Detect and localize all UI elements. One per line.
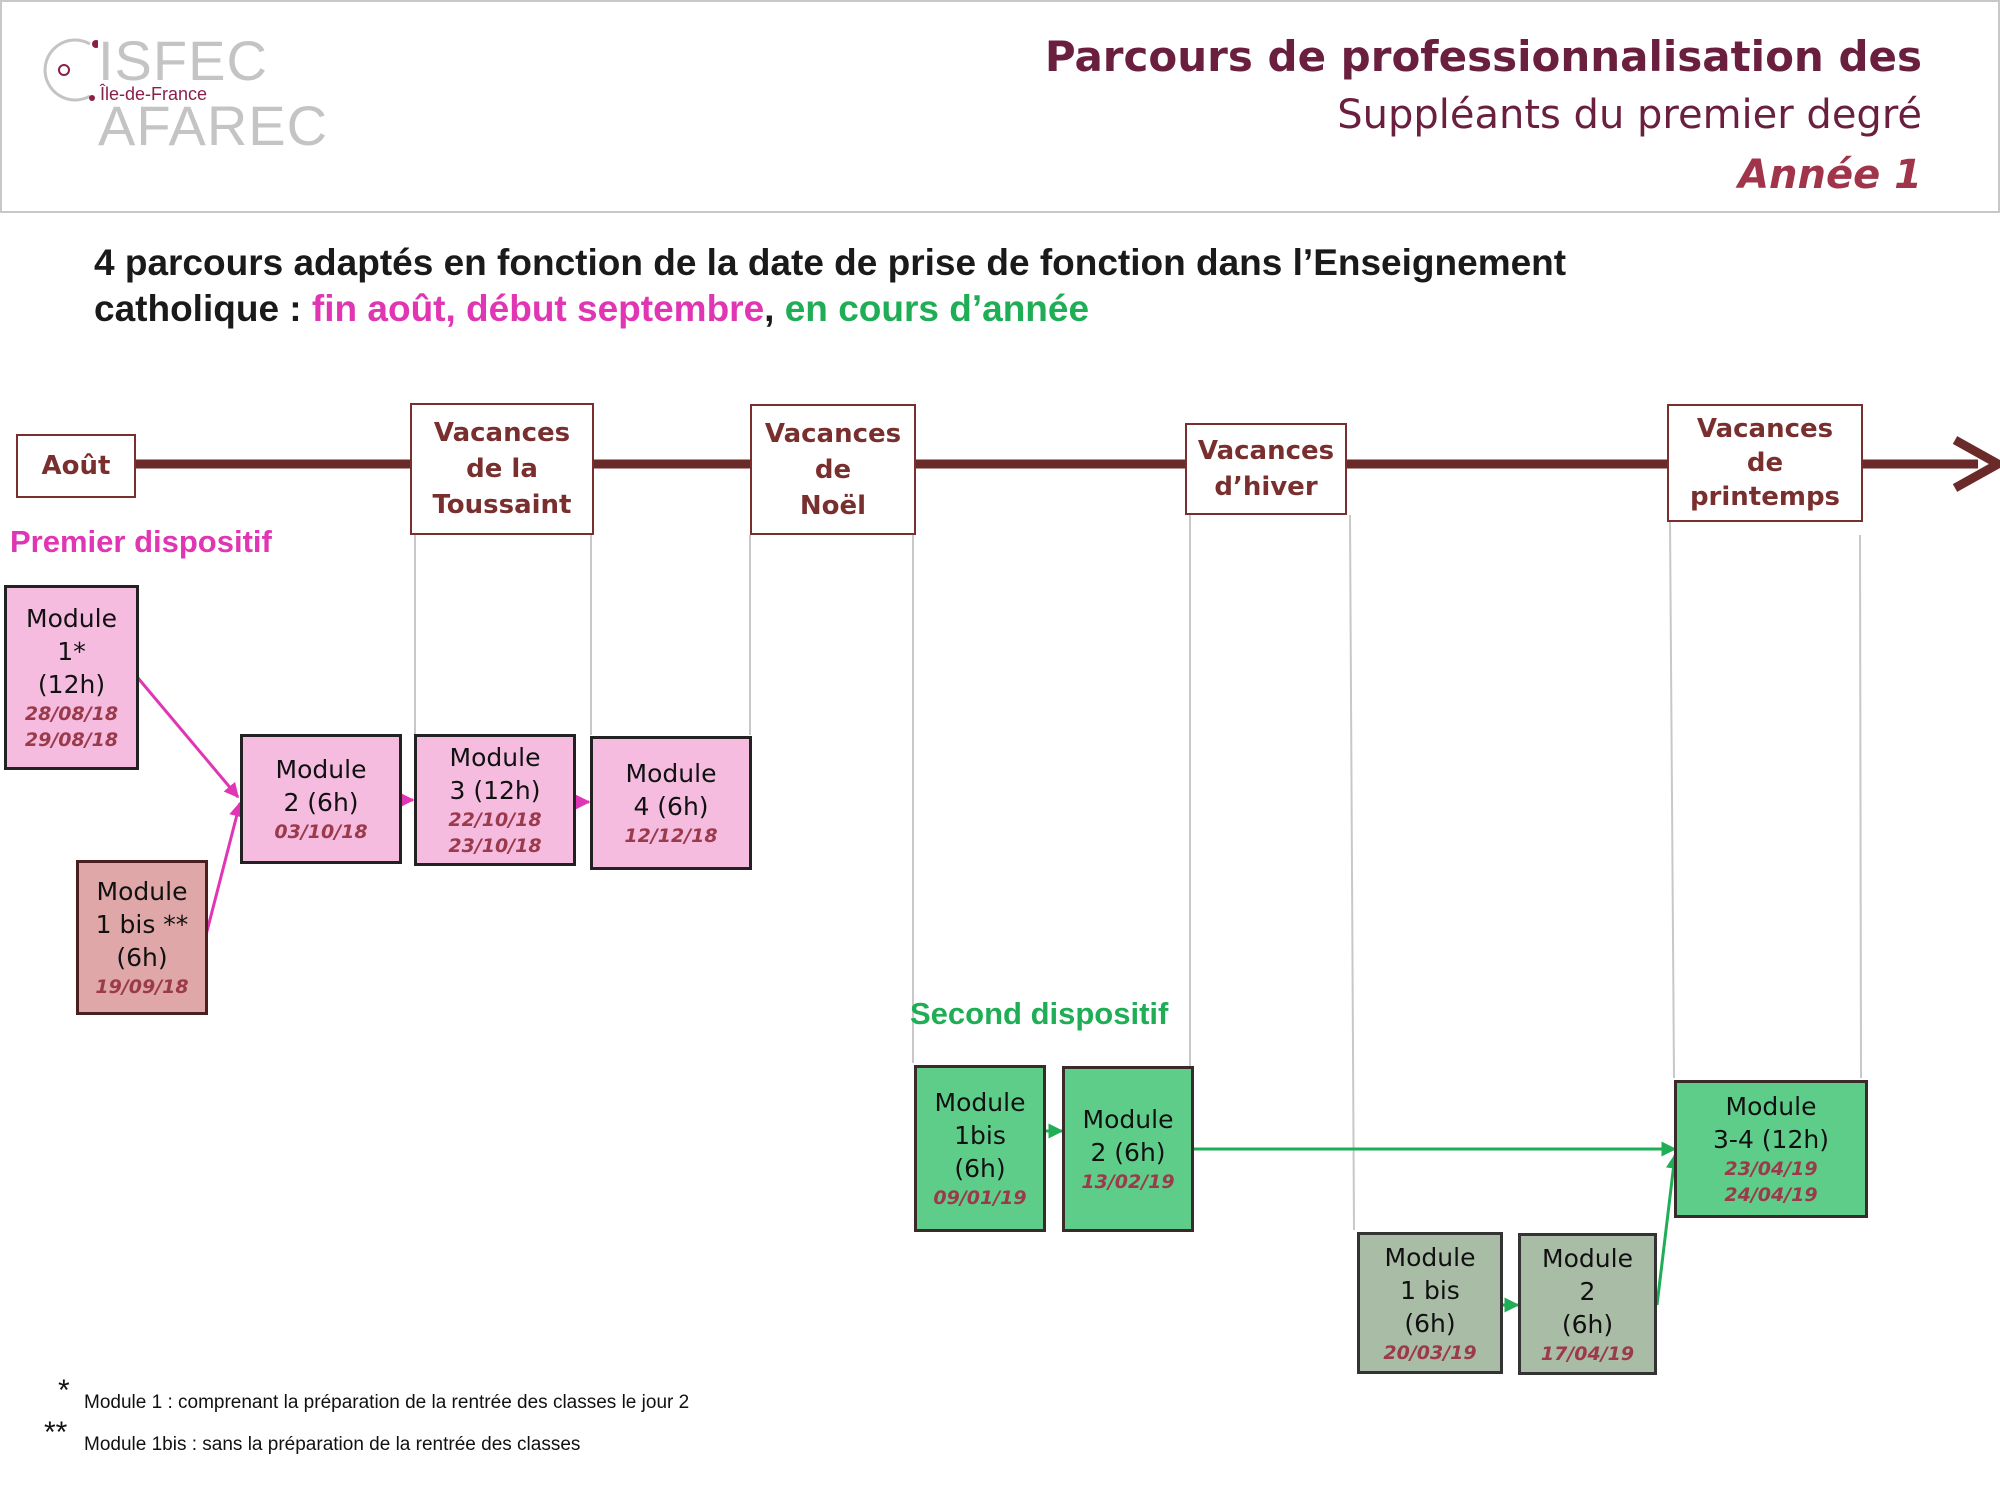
module-third-1bis-line2: 1 bis (1400, 1275, 1460, 1305)
subtitle-line1: 4 parcours adaptés en fonction de la dat… (94, 242, 1567, 283)
period-printemps-line1: Vacances (1696, 414, 1834, 444)
period-noel-line3: Noël (799, 490, 867, 521)
module-1-date2: 29/08/18 (24, 729, 119, 751)
period-noel-line2: de (814, 454, 852, 485)
guide-hiver-right (1349, 514, 1355, 1231)
period-printemps-line2: de (1746, 448, 1784, 478)
module-1-line2: 1* (57, 637, 86, 666)
group-label-second: Second dispositif (910, 996, 1169, 1031)
module-2-line1: Module (275, 755, 367, 784)
arrow-h2-to-g34 (1655, 1153, 1681, 1306)
subtitle-line2-start: catholique : (94, 288, 312, 329)
module-second-3-4: Module 3-4 (12h) 23/04/19 24/04/19 (1674, 1080, 1868, 1218)
module-3-line2: 3 (12h) (449, 776, 541, 805)
module-1-line3: (12h) (37, 670, 106, 699)
period-hiver-line2: d’hiver (1214, 472, 1318, 502)
module-2: Module 2 (6h) 03/10/18 (240, 734, 402, 864)
period-noel: Vacances de Noël (750, 404, 916, 535)
module-4-date1: 12/12/18 (624, 825, 718, 847)
period-printemps: Vacances de printemps (1667, 404, 1863, 522)
module-1bis-date1: 19/09/18 (95, 976, 189, 998)
module-third-1bis-date1: 20/03/19 (1383, 1341, 1477, 1364)
isfec-logo: ISFEC AFAREC Île-de-France (38, 28, 508, 157)
period-aout: Août (16, 434, 136, 498)
timeline-arrowhead (1952, 436, 2000, 492)
module-third-2-line1: Module (1542, 1243, 1633, 1273)
module-4-line2: 4 (6h) (633, 792, 709, 821)
module-second-2: Module 2 (6h) 13/02/19 (1062, 1066, 1194, 1232)
period-aout-label: Août (41, 451, 111, 481)
module-1bis-line2: 1 bis ** (95, 910, 189, 939)
module-1bis-line3: (6h) (116, 943, 168, 972)
module-2-line2: 2 (6h) (283, 788, 359, 817)
module-1bis-line1: Module (96, 877, 188, 906)
module-second-1bis-line3: (6h) (954, 1154, 1006, 1183)
period-toussaint-line1: Vacances (433, 418, 571, 448)
guide-printemps-right (1859, 534, 1862, 1079)
subtitle: 4 parcours adaptés en fonction de la dat… (94, 240, 1566, 332)
module-third-2-date1: 17/04/19 (1540, 1342, 1635, 1365)
module-second-3-4-date1: 23/04/19 (1724, 1158, 1818, 1180)
module-3-date2: 23/10/18 (448, 835, 542, 857)
module-second-1bis-line1: Module (934, 1088, 1026, 1117)
period-printemps-line3: printemps (1689, 482, 1841, 512)
period-hiver-line1: Vacances (1197, 436, 1335, 466)
subtitle-pink-part: fin août, début septembre (311, 288, 765, 329)
module-third-1bis: Module 1 bis (6h) 20/03/19 (1357, 1232, 1503, 1374)
module-third-1bis-line3: (6h) (1404, 1308, 1456, 1338)
subtitle-comma: , (764, 288, 785, 329)
module-second-1bis-date1: 09/01/19 (933, 1187, 1027, 1209)
module-third-2-line2: 2 (1579, 1276, 1596, 1306)
module-3-date1: 22/10/18 (448, 809, 542, 831)
module-third-2-line3: (6h) (1561, 1309, 1614, 1339)
arrow-m1bis-to-m2 (204, 801, 244, 936)
module-1-date1: 28/08/18 (24, 703, 119, 725)
page-title-year: Année 1 (1738, 152, 1922, 198)
logo-sub-text: Île-de-France (100, 84, 208, 104)
period-hiver: Vacances d’hiver (1185, 423, 1347, 515)
logo-orbit-icon (43, 38, 98, 102)
module-second-2-date1: 13/02/19 (1081, 1171, 1175, 1193)
vacation-guides (414, 514, 1862, 1231)
module-4: Module 4 (6h) 12/12/18 (590, 736, 752, 870)
period-toussaint: Vacances de la Toussaint (410, 403, 594, 535)
module-second-2-line1: Module (1082, 1105, 1174, 1134)
module-third-2: Module 2 (6h) 17/04/19 (1518, 1233, 1657, 1375)
period-toussaint-line2: de la (466, 454, 538, 484)
footnote-2: Module 1bis : sans la préparation de la … (84, 1434, 581, 1455)
arrow-m1-to-m2 (136, 677, 240, 799)
module-3-line1: Module (449, 743, 541, 772)
footnote-1: Module 1 : comprenant la préparation de … (84, 1392, 690, 1413)
page-title-line2: Suppléants du premier degré (1337, 92, 1922, 138)
subtitle-line2: catholique : fin août, début septembre, … (94, 286, 1566, 332)
guide-printemps-left (1669, 519, 1675, 1079)
header-banner: ISFEC AFAREC Île-de-France Parcours de p… (0, 0, 2000, 213)
footnote-star-1: * (58, 1374, 70, 1407)
module-second-1bis-line2: 1bis (954, 1121, 1006, 1150)
module-4-line1: Module (625, 759, 717, 788)
logo-main-text: ISFEC AFAREC (98, 29, 329, 157)
module-second-2-line2: 2 (6h) (1090, 1138, 1166, 1167)
period-toussaint-line3: Toussaint (432, 490, 572, 520)
module-1: Module 1* (12h) 28/08/18 29/08/18 (4, 585, 139, 770)
group-label-premier: Premier dispositif (10, 524, 272, 559)
module-1bis: Module 1 bis ** (6h) 19/09/18 (76, 860, 208, 1015)
period-noel-line1: Vacances (764, 418, 902, 449)
footnote-star-2: ** (44, 1416, 68, 1449)
module-3: Module 3 (12h) 22/10/18 23/10/18 (414, 734, 576, 866)
page-title-line1: Parcours de professionnalisation des (1044, 32, 1922, 81)
module-1-line1: Module (26, 604, 117, 633)
subtitle-green-part: en cours d’année (784, 288, 1090, 329)
module-second-1bis: Module 1bis (6h) 09/01/19 (914, 1065, 1046, 1232)
module-second-3-4-line1: Module (1725, 1092, 1817, 1121)
module-second-3-4-date2: 24/04/19 (1724, 1184, 1818, 1206)
module-third-1bis-line1: Module (1384, 1242, 1476, 1272)
module-2-date1: 03/10/18 (274, 821, 368, 843)
module-second-3-4-line2: 3-4 (12h) (1713, 1125, 1829, 1154)
